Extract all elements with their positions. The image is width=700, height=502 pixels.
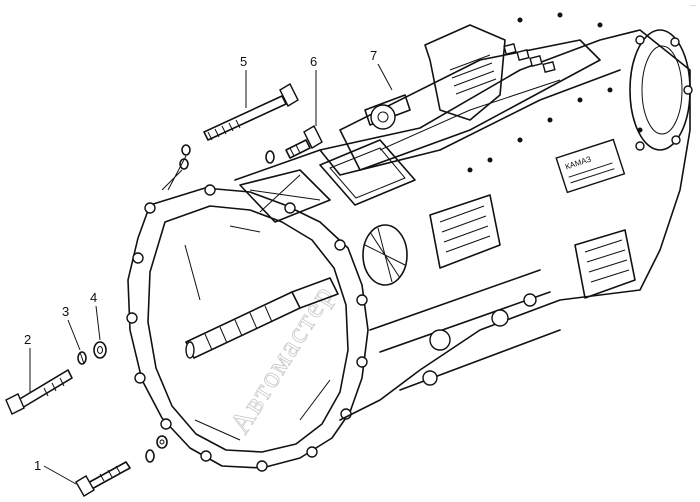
nameplate: КАМАЗ: [555, 138, 626, 194]
washer-1: [145, 435, 168, 463]
callout-6: 6: [310, 54, 317, 69]
svg-text:Автомастер: Автомастер: [223, 279, 341, 440]
bolt-1: [75, 461, 131, 497]
input-shaft: [185, 277, 339, 359]
bolt-5: [203, 83, 299, 141]
callout-3: 3: [62, 304, 69, 319]
watermark: Автомастер: [223, 278, 341, 440]
leader-7: [377, 63, 393, 91]
corner-mark: —: [690, 2, 696, 9]
bolt-6: [285, 125, 323, 159]
spring-washer-3: [77, 351, 87, 365]
leader-3: [67, 319, 81, 351]
callout-5: 5: [240, 54, 247, 69]
gearbox-body: КАМАЗ: [234, 12, 693, 421]
callout-7: 7: [370, 48, 377, 63]
flat-washer-4: [93, 341, 107, 359]
callout-4: 4: [90, 290, 97, 305]
clutch-housing: [126, 184, 369, 472]
callout-1: 1: [34, 458, 41, 473]
leader-4: [95, 305, 101, 341]
washer-6: [179, 144, 275, 170]
leader-1: [43, 465, 77, 485]
callout-2: 2: [24, 332, 31, 347]
bolt-2: [5, 369, 73, 415]
leader-washers: [161, 155, 187, 191]
